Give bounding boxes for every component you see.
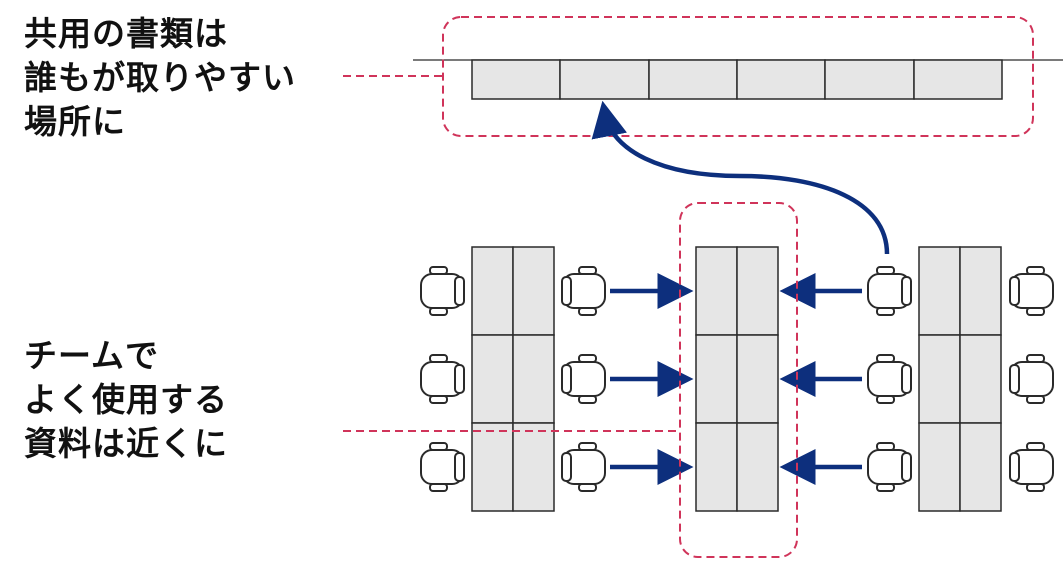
label-line: 資料は近くに <box>24 424 228 463</box>
cabinet-unit <box>736 246 779 336</box>
label-line: 場所に <box>24 102 126 141</box>
office-chair-icon <box>867 442 912 492</box>
desk-island-right <box>918 246 1002 512</box>
cabinet-unit <box>471 59 561 100</box>
cabinet-unit <box>695 246 738 336</box>
desk-island-left <box>471 246 555 512</box>
curved-arrow-icon <box>591 100 890 255</box>
cabinet-unit <box>648 59 738 100</box>
office-chair-icon <box>1009 354 1054 404</box>
desk <box>471 246 514 336</box>
label-line: 共用の書類は <box>24 14 228 53</box>
shared-docs-label: 共用の書類は 誰もが取りやすい 場所に <box>24 12 296 144</box>
cabinet-unit <box>736 59 826 100</box>
desk <box>918 246 961 336</box>
shared-cabinet <box>471 59 1003 100</box>
team-docs-callout <box>679 202 798 558</box>
cabinet-unit <box>824 59 915 100</box>
office-chair-icon <box>867 354 912 404</box>
cabinet-unit <box>913 59 1003 100</box>
cabinet-unit <box>559 59 650 100</box>
chairs-col-4 <box>1009 266 1054 492</box>
cabinet-unit <box>736 334 779 424</box>
shared-docs-callout <box>442 16 1034 137</box>
office-chair-icon <box>561 442 606 492</box>
office-chair-icon <box>561 354 606 404</box>
team-cabinet <box>695 246 779 512</box>
desk <box>918 334 961 424</box>
desk <box>471 422 514 512</box>
desk <box>959 334 1002 424</box>
cabinet-unit <box>695 422 738 512</box>
desk <box>471 334 514 424</box>
label-line: 誰もが取りやすい <box>24 58 296 97</box>
chairs-col-2 <box>561 266 606 492</box>
office-chair-icon <box>420 354 465 404</box>
desk <box>959 246 1002 336</box>
desk <box>512 246 555 336</box>
office-chair-icon <box>561 266 606 316</box>
desk <box>918 422 961 512</box>
office-chair-icon <box>1009 266 1054 316</box>
office-chair-icon <box>420 266 465 316</box>
desk <box>512 334 555 424</box>
office-chair-icon <box>420 442 465 492</box>
label-line: よく使用する <box>24 380 228 419</box>
chairs-col-1 <box>420 266 465 492</box>
chairs-col-3 <box>867 266 912 492</box>
office-chair-icon <box>1009 442 1054 492</box>
access-arrows <box>610 273 862 485</box>
office-chair-icon <box>867 266 912 316</box>
cabinet-unit <box>695 334 738 424</box>
label-line: チームで <box>24 336 160 375</box>
desk <box>512 422 555 512</box>
cabinet-unit <box>736 422 779 512</box>
desk <box>959 422 1002 512</box>
team-docs-label: チームで よく使用する 資料は近くに <box>24 334 228 466</box>
